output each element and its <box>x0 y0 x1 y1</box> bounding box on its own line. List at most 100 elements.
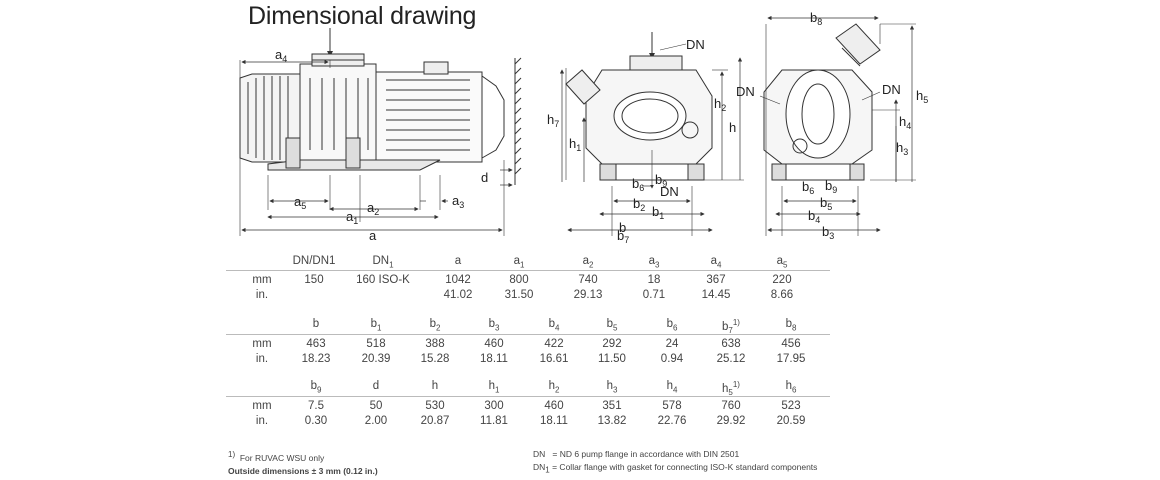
cell: 20.87 <box>420 415 450 427</box>
unit-in: in. <box>255 353 269 365</box>
cell: 160 ISO-K <box>356 274 410 286</box>
cell: 50 <box>369 400 383 412</box>
cell: 463 <box>306 338 326 350</box>
label-a3: a3 <box>452 193 464 210</box>
cell: 20.59 <box>776 415 806 427</box>
cell: 25.12 <box>716 353 746 365</box>
table-row-mm-2: mm 463 518 388 460 422 292 24 638 456 <box>226 338 830 353</box>
unit-mm: mm <box>252 274 272 286</box>
label-dn-left: DN <box>736 84 755 99</box>
cell: 29.13 <box>573 289 603 301</box>
cell: 8.66 <box>770 289 794 301</box>
legend-dn: DN = ND 6 pump flange in accordance with… <box>533 449 740 459</box>
table-rule-2 <box>226 334 830 335</box>
header-d: d <box>372 380 380 392</box>
cell: 0.71 <box>642 289 666 301</box>
cell: 2.00 <box>364 415 388 427</box>
cell: 367 <box>706 274 726 286</box>
cell: 1042 <box>445 274 471 286</box>
table-row-mm-3: mm 7.5 50 530 300 460 351 578 760 523 <box>226 400 830 415</box>
cell: 740 <box>578 274 598 286</box>
label-b8: b8 <box>810 10 822 27</box>
label-h2: h2 <box>714 96 726 113</box>
cell: 530 <box>425 400 445 412</box>
table-rule-1 <box>226 270 830 271</box>
label-h: h <box>729 120 736 135</box>
cell: 24 <box>665 338 679 350</box>
table-header-row-2: b b1 b2 b3 b4 b5 b6 b71) b8 <box>226 318 830 336</box>
header-dn-dn1: DN/DN1 <box>292 255 336 267</box>
drawing-title: Dimensional drawing <box>248 2 477 30</box>
cell: 456 <box>781 338 801 350</box>
header-a2: a2 <box>582 255 594 270</box>
front-view <box>559 32 744 236</box>
label-b9-front: b9 <box>655 172 667 189</box>
label-b: b <box>619 220 626 235</box>
header-a5: a5 <box>776 255 788 270</box>
label-a4: a4 <box>275 47 287 64</box>
label-h5: h5 <box>916 88 928 105</box>
label-b7: b7 <box>617 228 629 245</box>
header-h4: h4 <box>666 380 678 395</box>
cell: 11.81 <box>480 415 508 427</box>
legend-dn1: DN1 = Collar flange with gasket for conn… <box>533 462 818 475</box>
header-b4: b4 <box>548 318 560 333</box>
end-view-labels: b8 DN DN h5 h4 h3 b6 b9 b5 b4 b3 <box>736 10 928 241</box>
header-b3: b3 <box>488 318 500 333</box>
cell: 18.11 <box>540 415 568 427</box>
header-b: b <box>312 318 320 330</box>
header-h2: h2 <box>548 380 560 395</box>
cell: 41.02 <box>443 289 473 301</box>
cell: 22.76 <box>657 415 687 427</box>
cell: 351 <box>602 400 622 412</box>
header-b8: b8 <box>785 318 797 333</box>
cell: 11.50 <box>598 353 626 365</box>
cell: 518 <box>366 338 386 350</box>
table-rule-3 <box>226 396 830 397</box>
label-a: a <box>369 228 377 243</box>
cell: 638 <box>721 338 741 350</box>
tolerance-note: Outside dimensions ± 3 mm (0.12 in.) <box>228 465 378 476</box>
table-row-in-1: in. 41.02 31.50 29.13 0.71 14.45 8.66 <box>226 289 830 304</box>
cell: 460 <box>484 338 504 350</box>
cell: 20.39 <box>361 353 391 365</box>
label-a2: a2 <box>367 200 379 217</box>
label-dn-bottom: DN <box>660 184 679 199</box>
table-header-row-1: DN/DN1 DN1 a a1 a2 a3 a4 a5 <box>226 255 830 270</box>
label-b5: b5 <box>820 195 832 212</box>
unit-in: in. <box>255 289 269 301</box>
header-b6: b6 <box>666 318 678 333</box>
table-header-row-3: b9 d h h1 h2 h3 h4 h51) h6 <box>226 380 830 397</box>
label-b1: b1 <box>652 204 664 221</box>
label-b4: b4 <box>808 208 820 225</box>
header-a: a <box>454 255 462 267</box>
cell: 18 <box>647 274 661 286</box>
cell: 31.50 <box>504 289 534 301</box>
label-a5: a5 <box>294 194 306 211</box>
header-dn1: DN1 <box>372 255 394 270</box>
label-h1: h1 <box>569 136 581 153</box>
side-view <box>239 28 522 236</box>
cell: 578 <box>662 400 682 412</box>
header-b2: b2 <box>429 318 441 333</box>
cell: 292 <box>602 338 622 350</box>
header-a4: a4 <box>710 255 722 270</box>
header-b7: b71) <box>722 318 740 336</box>
label-b6-end: b6 <box>802 179 814 196</box>
label-dn-right: DN <box>882 82 901 97</box>
table-row-in-2: in. 18.23 20.39 15.28 18.11 16.61 11.50 … <box>226 353 830 368</box>
label-a1: a1 <box>346 209 358 226</box>
table-row-in-3: in. 0.30 2.00 20.87 11.81 18.11 13.82 22… <box>226 415 830 430</box>
cell: 7.5 <box>308 400 324 412</box>
header-b1: b1 <box>370 318 382 333</box>
dimensional-drawing: a4 a5 a2 a3 a1 a d <box>239 10 928 245</box>
unit-mm: mm <box>252 338 272 350</box>
abbreviation-legend: DN = ND 6 pump flange in accordance with… <box>533 448 817 477</box>
cell: 17.95 <box>776 353 806 365</box>
cell: 29.92 <box>716 415 746 427</box>
cell: 14.45 <box>701 289 731 301</box>
header-b5: b5 <box>606 318 618 333</box>
cell: 388 <box>425 338 445 350</box>
cell: 523 <box>781 400 801 412</box>
side-view-labels: a4 a5 a2 a3 a1 a d <box>275 47 488 243</box>
